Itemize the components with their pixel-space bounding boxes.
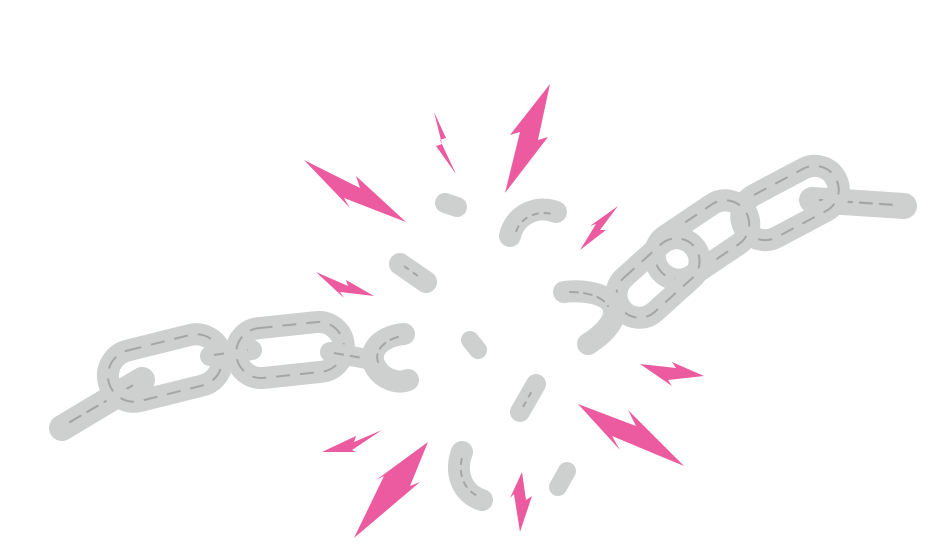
left-chain-icon [49, 310, 419, 441]
lightning-bolt-icon [640, 362, 704, 386]
chain-fragment-icon [435, 193, 467, 217]
lightning-bolt-icon [354, 442, 428, 538]
chain-fragment-icon [499, 198, 567, 247]
lightning-bolt-icon [316, 272, 374, 298]
lightning-bolt-icon [578, 404, 684, 466]
lightning-bolt-icon [434, 112, 456, 174]
chain-fragments [389, 193, 576, 511]
chain-fragment-icon [549, 462, 576, 496]
right-chain-icon [553, 154, 917, 355]
chain-link [96, 323, 234, 413]
broken-chain-link [553, 280, 625, 355]
chain-fragment-icon [510, 374, 546, 422]
lightning-bolt-icon [580, 206, 618, 250]
lightning-bolt-icon [304, 160, 406, 222]
chain-fragment-icon [447, 441, 493, 511]
broken-chain-link [361, 323, 419, 393]
lightning-bolt-icon [505, 84, 550, 193]
sparks [304, 84, 704, 538]
lightning-bolt-icon [322, 430, 382, 452]
lightning-bolt-icon [510, 472, 532, 532]
chain-link [225, 310, 355, 390]
chain-fragment-icon [461, 331, 487, 359]
chain-fragment-icon [389, 253, 437, 293]
chain-link [643, 189, 761, 291]
